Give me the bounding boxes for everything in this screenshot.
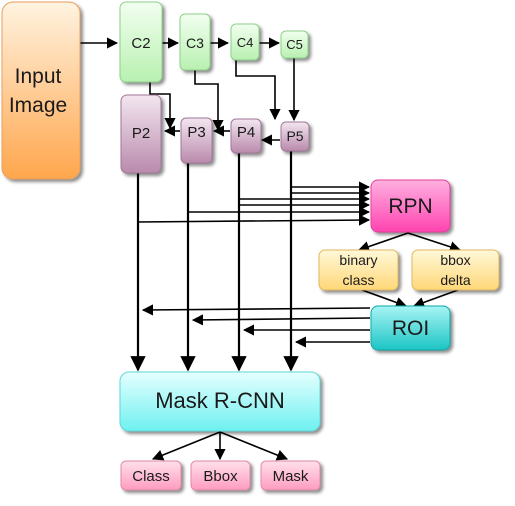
node-p3: P3 [180, 117, 213, 164]
input-label-line1: Input [15, 65, 62, 88]
arrow-mask-to-class [151, 431, 221, 461]
bbox-delta-line2: delta [440, 272, 471, 288]
c2-label: C2 [131, 35, 150, 52]
p5-label: P5 [286, 128, 303, 144]
arrow-rpn-to-bbox [407, 232, 462, 253]
node-c4: C4 [230, 23, 260, 61]
arrow-c2-to-p3 [149, 82, 176, 130]
c5-label: C5 [286, 37, 303, 52]
node-p4: P4 [230, 118, 262, 154]
mask-rcnn-label: Mask R-CNN [155, 388, 285, 413]
arrow-c3-to-p4 [194, 70, 224, 132]
output-class-label: Class [132, 468, 170, 485]
p3-label: P3 [187, 124, 205, 141]
arrow-bbox-to-roi [412, 289, 459, 308]
connectors [80, 37, 462, 461]
node-c5: C5 [280, 30, 309, 59]
arrow-roi-to-p2 [141, 304, 371, 316]
arrow-c4-to-p4 [235, 60, 281, 121]
output-bbox-label: Bbox [203, 468, 238, 485]
node-input-image: Input Image [1, 1, 81, 180]
p4-label: P4 [237, 124, 255, 141]
p2-label: P2 [132, 125, 150, 142]
node-output-bbox: Bbox [190, 460, 251, 491]
binary-class-line1: binary [339, 252, 377, 268]
node-binary-class: binary class [318, 249, 399, 291]
node-mask-rcnn: Mask R-CNN [119, 371, 321, 432]
output-mask-label: Mask [273, 468, 309, 485]
arrow-mask-to-mask [219, 431, 289, 461]
node-c3: C3 [179, 13, 211, 71]
node-rpn: RPN [370, 179, 451, 233]
c3-label: C3 [186, 35, 204, 51]
arrow-rpn-to-binary [357, 232, 409, 252]
node-c2: C2 [119, 1, 163, 83]
bbox-delta-line1: bbox [440, 252, 470, 268]
binary-class-line2: class [343, 272, 375, 288]
roi-label: ROI [392, 317, 429, 340]
node-output-mask: Mask [260, 460, 321, 491]
node-roi: ROI [370, 305, 451, 351]
arrow-binary-to-roi [361, 289, 408, 308]
arrow-p2-to-rpn [137, 214, 371, 226]
input-label-line2: Image [9, 94, 67, 117]
arrow-roi-to-p3 [191, 314, 371, 326]
node-p5: P5 [280, 121, 310, 152]
node-output-class: Class [120, 460, 182, 491]
node-bbox-delta: bbox delta [411, 249, 500, 291]
node-p2: P2 [120, 94, 162, 174]
rpn-label: RPN [388, 195, 432, 218]
c4-label: C4 [237, 35, 254, 50]
